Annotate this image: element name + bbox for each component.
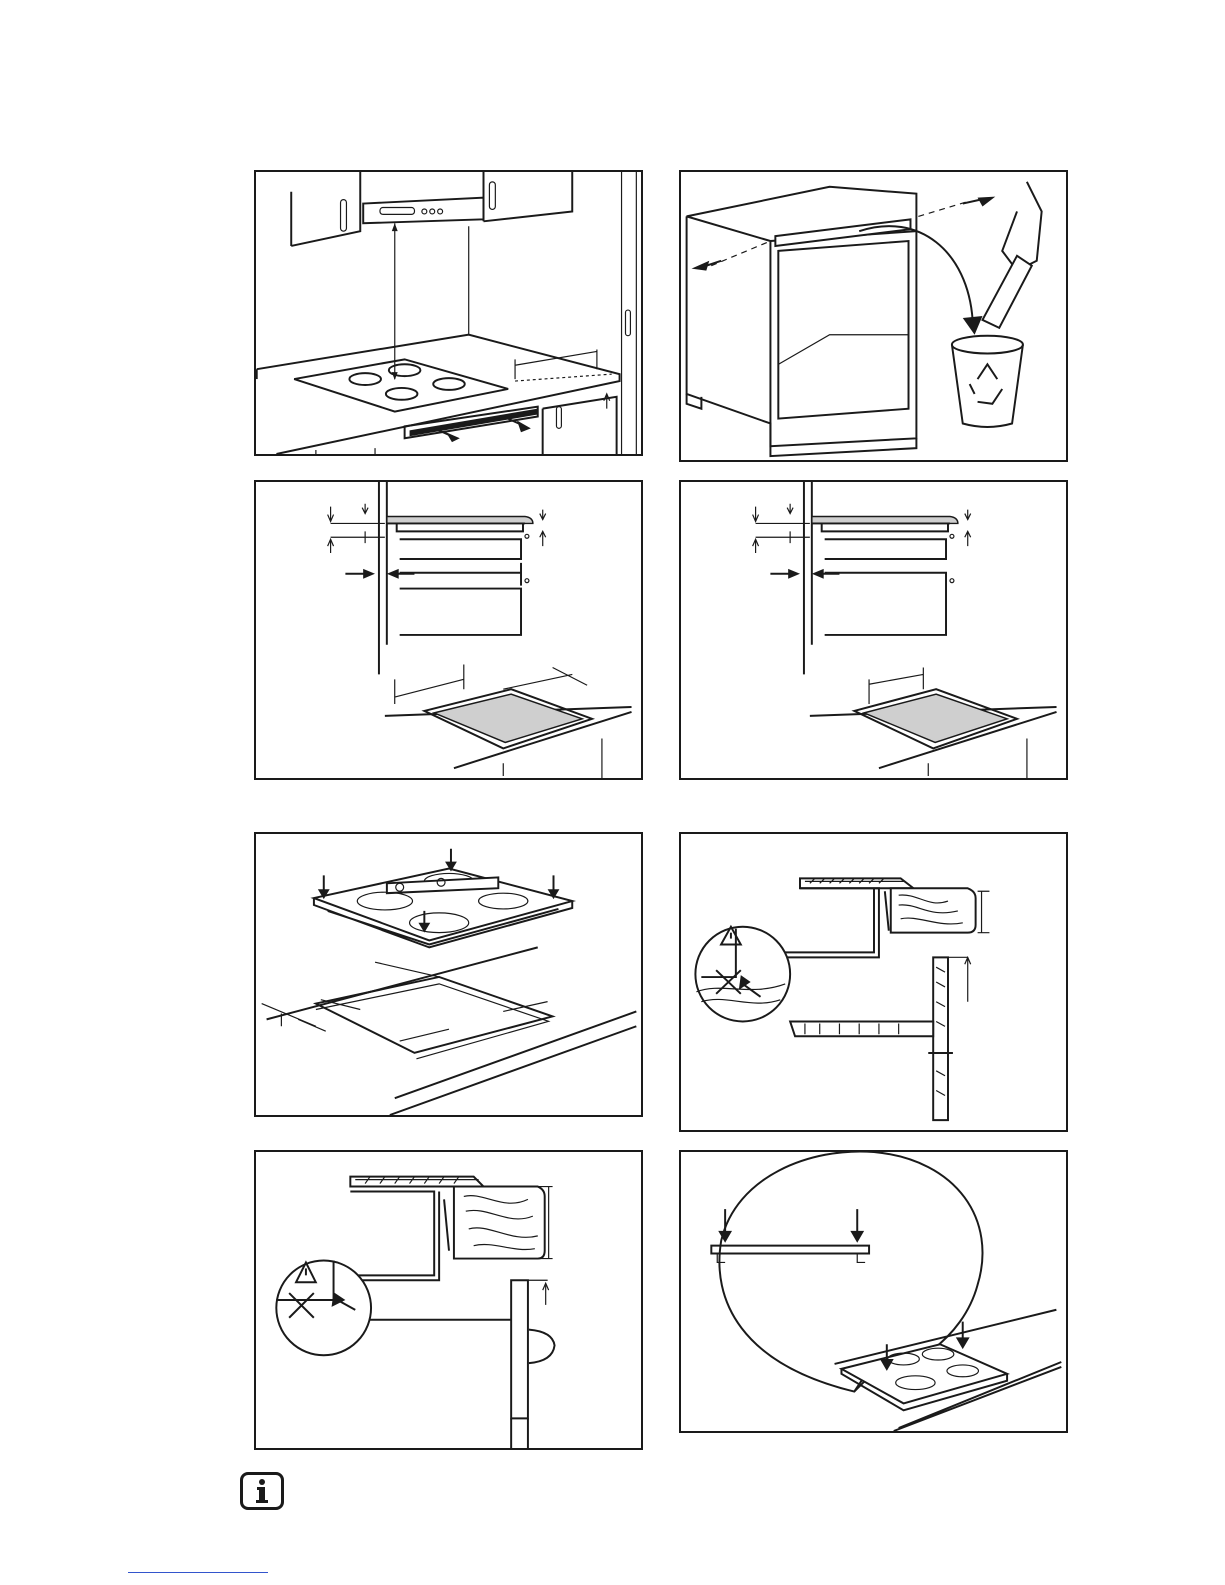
figure-hob-under-hood: [254, 170, 643, 456]
hob-under-hood-illustration: [256, 172, 641, 454]
figure-seal-level: [254, 832, 643, 1117]
drawer-warning-illustration: [256, 1152, 641, 1448]
seal-level-illustration: [256, 834, 641, 1115]
info-icon: [240, 1472, 284, 1510]
figure-cutout-oven: [679, 480, 1068, 780]
figure-drawer-warning: [254, 1150, 643, 1450]
cabinet-crossbar-illustration: [681, 172, 1066, 460]
cutout-oven-illustration: [681, 482, 1066, 778]
clearance-warning-illustration: [681, 834, 1066, 1130]
footer-link-underline: [128, 1572, 268, 1573]
figure-clearance-warning: [679, 832, 1068, 1132]
figure-cutout-drawers: [254, 480, 643, 780]
figure-press-hob: [679, 1150, 1068, 1433]
info-glyph: [243, 1475, 281, 1507]
figure-remove-crossbar: [679, 170, 1068, 462]
press-hob-illustration: [681, 1152, 1066, 1431]
cutout-drawers-illustration: [256, 482, 641, 778]
